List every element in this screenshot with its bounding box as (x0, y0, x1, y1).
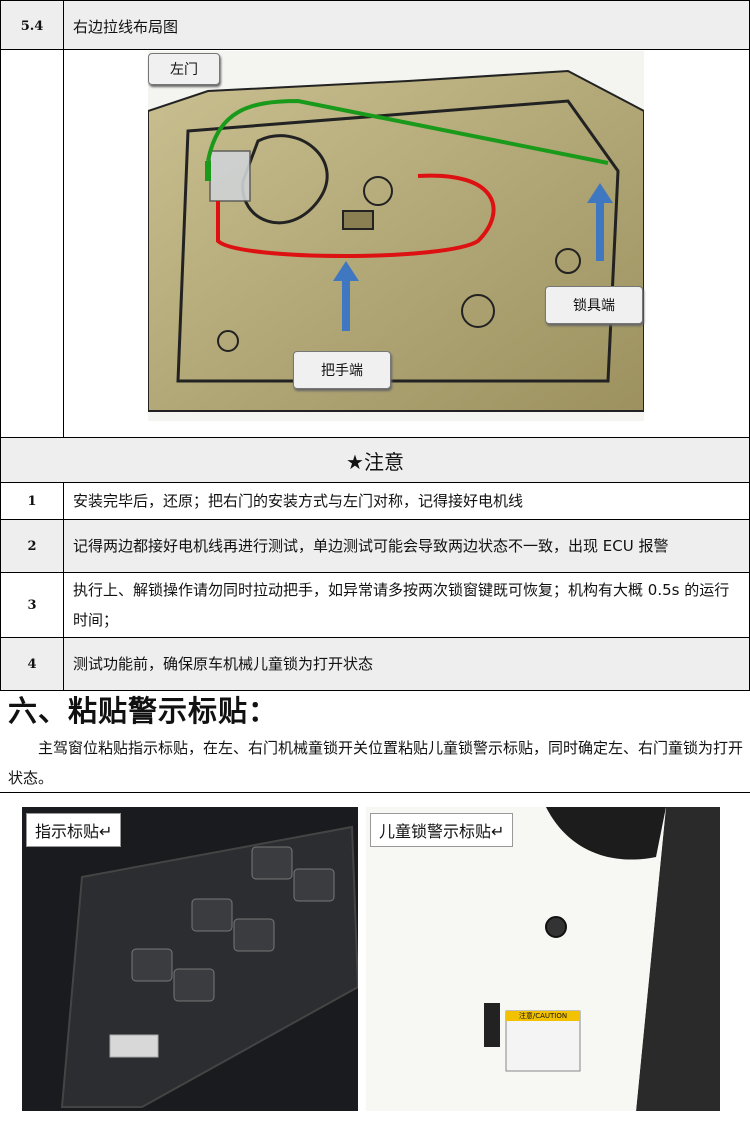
note-number: 4 (1, 638, 64, 690)
mounting-hole (555, 248, 581, 274)
child-lock-photo: 儿童锁警示标贴↵ 注意/CAUTION (366, 807, 720, 1111)
section-number: 5.4 (1, 1, 64, 51)
window-switch-photo: 指示标贴↵ (22, 807, 358, 1111)
figure-row: 左门 锁具端 把手端 (0, 49, 750, 438)
red-cable-route (216, 173, 496, 258)
child-lock-illustration (366, 807, 720, 1111)
figure-left-column (1, 50, 64, 437)
door-panel-illustration (147, 51, 645, 421)
window-switch-illustration (22, 807, 358, 1111)
door-inner-outline (176, 99, 620, 383)
label-lock-end: 锁具端 (545, 286, 643, 324)
note-item: 4 测试功能前，确保原车机械儿童锁为打开状态 (0, 637, 750, 691)
instruction-paragraph: 主驾窗位粘贴指示标贴，在左、右门机械童锁开关位置粘贴儿童锁警示标贴，同时确定左、… (8, 739, 744, 787)
label-indicator-sticker: 指示标贴↵ (26, 813, 122, 847)
note-number: 1 (1, 483, 64, 519)
note-text: 安装完毕后，还原；把右门的安装方式与左门对称，记得接好电机线 (73, 492, 524, 510)
mechanism-outline (241, 134, 329, 225)
mounting-hole (363, 176, 393, 206)
door-panel-shape (147, 69, 645, 412)
note-text: 记得两边都接好电机线再进行测试，单边测试可能会导致两边状态不一致，出现 ECU … (73, 537, 669, 555)
section-header-row: 5.4 右边拉线布局图 (0, 0, 750, 51)
label-left-door: 左门 (148, 53, 220, 85)
section-title: 右边拉线布局图 (73, 17, 179, 36)
lock-arrow-head (587, 183, 613, 203)
note-number: 2 (1, 520, 64, 572)
note-text: 测试功能前，确保原车机械儿童锁为打开状态 (73, 655, 374, 673)
caution-sticker-text: 注意/CAUTION (518, 1012, 568, 1020)
note-item: 1 安装完毕后，还原；把右门的安装方式与左门对称，记得接好电机线 (0, 482, 750, 520)
door-wiring-figure: 左门 锁具端 把手端 (147, 51, 645, 469)
mounting-hole (461, 294, 495, 328)
handle-arrow-head (333, 261, 359, 281)
note-number: 3 (1, 573, 64, 637)
green-cable-route (206, 98, 609, 165)
motor-bracket (209, 150, 251, 202)
photo-row: 指示标贴↵ 儿童锁警示标贴↵ 注意/CAUTION (0, 792, 750, 1122)
label-handle-end: 把手端 (293, 351, 391, 389)
label-child-lock-sticker: 儿童锁警示标贴↵ (370, 813, 514, 847)
note-text: 执行上、解锁操作请勿同时拉动把手，如异常请多按两次锁窗键既可恢复；机构有大概 0… (73, 581, 730, 629)
notes-header: ★注意 (0, 437, 750, 483)
note-item: 2 记得两边都接好电机线再进行测试，单边测试可能会导致两边状态不一致，出现 EC… (0, 519, 750, 573)
mounting-hole (217, 330, 239, 352)
section-heading-six: 六、粘贴警示标贴： (8, 694, 279, 728)
motor-block (342, 210, 374, 230)
note-item: 3 执行上、解锁操作请勿同时拉动把手，如异常请多按两次锁窗键既可恢复；机构有大概… (0, 572, 750, 638)
